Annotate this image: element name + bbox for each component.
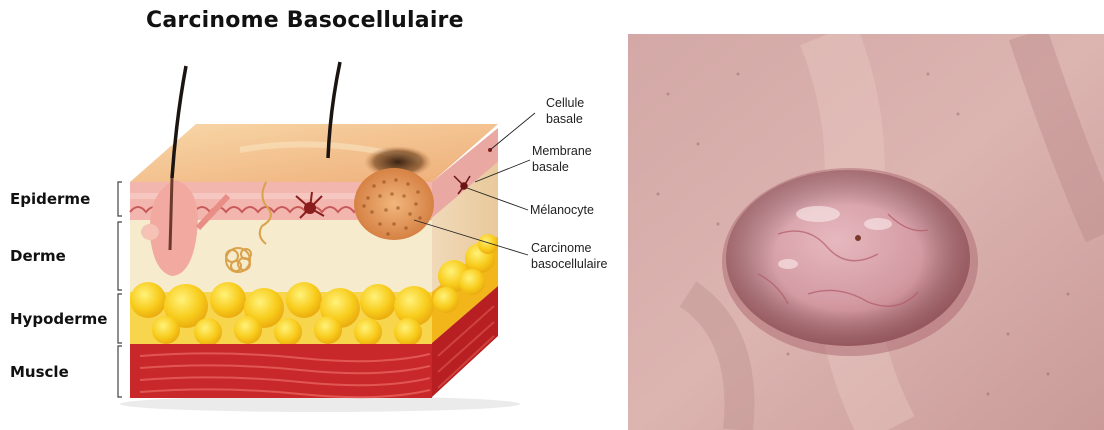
skin-cross-section-diagram: Epiderme Derme Hypoderme Muscle	[0, 0, 625, 430]
layer-label-epiderme: Epiderme	[10, 190, 90, 208]
layer-brackets	[118, 182, 122, 397]
lesion-nodule	[722, 168, 978, 356]
layer-label-hypoderme: Hypoderme	[10, 310, 108, 328]
layer-label-derme: Derme	[10, 247, 66, 265]
clinical-photo	[628, 34, 1104, 430]
callout-carcinome-basocellulaire: Carcinome basocellulaire	[531, 241, 607, 271]
callout-cellule-basale: Cellule basale	[546, 96, 588, 126]
layer-label-muscle: Muscle	[10, 363, 69, 381]
carcinoma-mass	[354, 168, 434, 240]
callout-melanocyte: Mélanocyte	[530, 203, 594, 217]
muscle-layer	[130, 344, 432, 398]
callout-membrane-basale: Membrane basale	[532, 144, 595, 174]
